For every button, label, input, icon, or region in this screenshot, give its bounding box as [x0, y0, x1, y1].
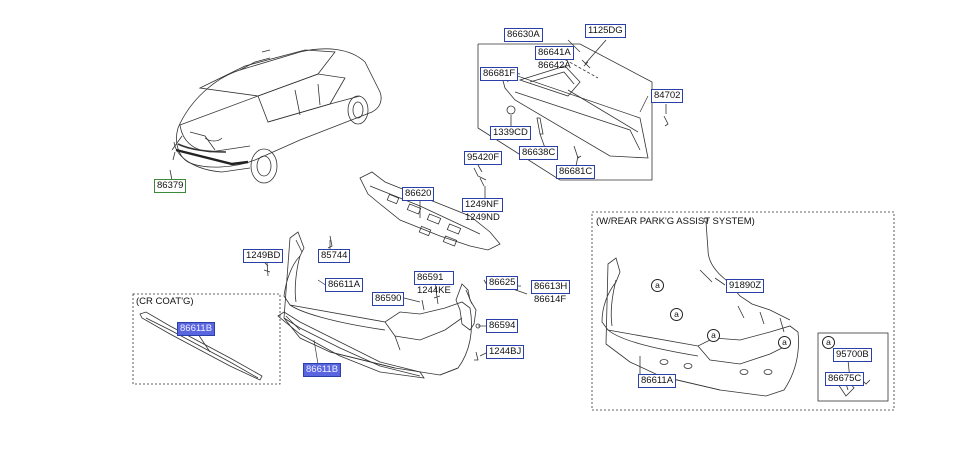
part-95700B: 95700B — [833, 348, 872, 362]
part-86611B-cr-coat: 86611B — [177, 322, 216, 336]
callout-a-3: a — [707, 329, 720, 342]
part-86642A: 86642A — [538, 60, 571, 71]
lower-strip-main — [277, 311, 425, 379]
part-86591-1244KE: 86591 1244KE — [414, 271, 454, 296]
label-divider — [532, 293, 570, 294]
part-86641A: 86641A — [538, 47, 571, 58]
cr-coat-title: (CR COAT'G) — [136, 296, 194, 307]
callout-a-2: a — [670, 308, 683, 321]
label-divider — [415, 284, 453, 285]
part-1244BJ: 1244BJ — [486, 345, 525, 359]
part-86681F: 86681F — [480, 67, 519, 81]
part-91890Z: 91890Z — [726, 279, 765, 293]
part-86613H: 86613H — [534, 281, 568, 292]
part-1249NF-1249ND: 1249NF 1249ND — [462, 198, 503, 223]
part-86379: 86379 — [154, 179, 187, 193]
part-86591: 86591 — [417, 272, 444, 283]
part-95420F: 95420F — [464, 151, 503, 165]
part-86630A: 86630A — [504, 28, 543, 42]
part-1339CD: 1339CD — [490, 126, 531, 140]
energy-absorber — [359, 171, 501, 251]
bumper-cover-main — [283, 231, 472, 376]
part-84702: 84702 — [651, 89, 684, 103]
label-divider — [536, 59, 573, 60]
part-86611A-main: 86611A — [325, 278, 364, 292]
part-86611A-park: 86611A — [638, 374, 677, 388]
reinforcement-assembly — [477, 39, 669, 181]
cr-coat-box — [132, 293, 281, 385]
part-86681C: 86681C — [556, 165, 596, 179]
part-1125DG: 1125DG — [585, 24, 626, 38]
part-86613H-86614F: 86613H 86614F — [531, 280, 571, 305]
part-86614F: 86614F — [534, 294, 567, 305]
part-86641A-86642A: 86641A 86642A — [535, 46, 574, 71]
part-1249ND: 1249ND — [465, 212, 500, 223]
part-85744: 85744 — [318, 249, 351, 263]
part-86620: 86620 — [402, 187, 435, 201]
part-86594: 86594 — [486, 319, 519, 333]
part-1249NF: 1249NF — [465, 199, 499, 210]
callout-a-legend: a — [822, 336, 835, 349]
label-divider — [463, 211, 502, 212]
part-86590: 86590 — [372, 292, 405, 306]
park-assist-box — [591, 211, 895, 411]
part-86675C: 86675C — [825, 372, 865, 386]
part-86638C: 86638C — [519, 146, 559, 160]
car-illustration — [171, 48, 382, 184]
callout-a-4: a — [778, 336, 791, 349]
part-1244KE: 1244KE — [417, 285, 451, 296]
part-86625: 86625 — [486, 276, 519, 290]
part-86611B-main: 86611B — [303, 363, 342, 377]
park-assist-title: (W/REAR PARK'G ASSIST SYSTEM) — [596, 216, 755, 227]
part-1249BD: 1249BD — [243, 249, 284, 263]
callout-a-1: a — [651, 279, 664, 292]
